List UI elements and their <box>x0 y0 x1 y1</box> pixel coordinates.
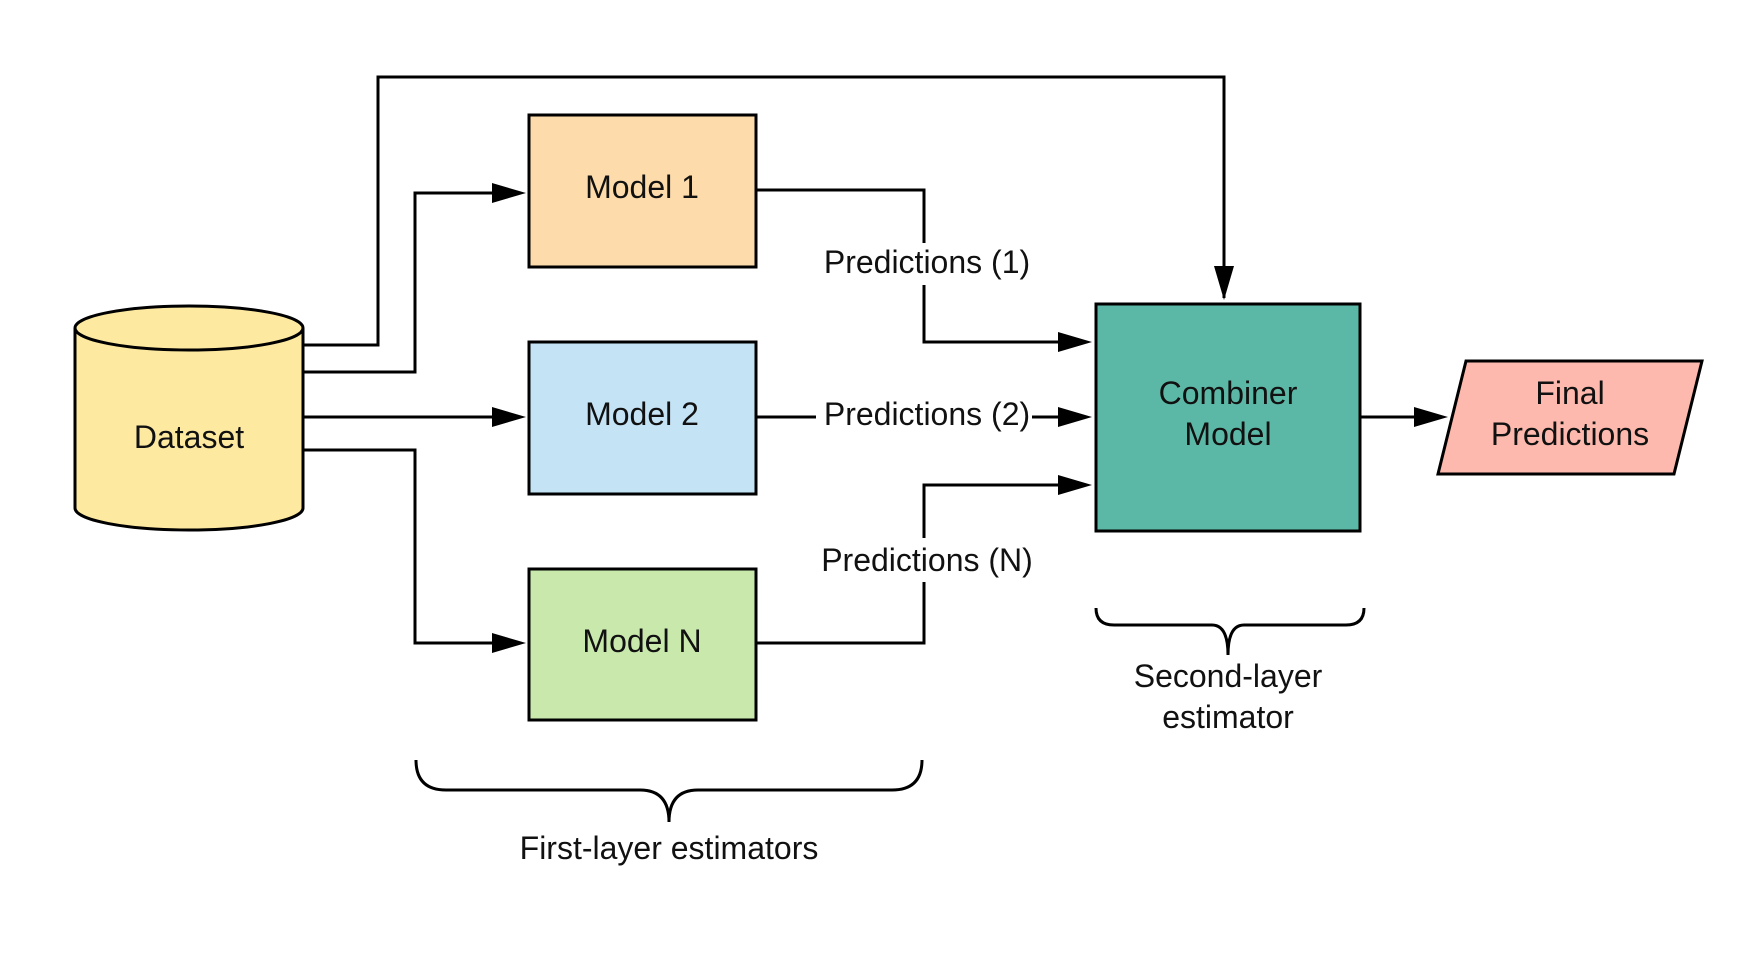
arrowhead-model-2 <box>492 407 526 427</box>
first-layer-label: First-layer estimators <box>520 830 819 866</box>
arrowhead-combiner-n <box>1058 475 1092 495</box>
final-predictions-label: Final <box>1535 375 1604 411</box>
combiner-model-node: Combiner Model <box>1094 302 1362 533</box>
model-1-label: Model 1 <box>585 169 699 205</box>
final-predictions-label-line-2: Predictions <box>1491 416 1649 452</box>
model-n-label: Model N <box>582 623 701 659</box>
arrowhead-model-1 <box>492 183 526 203</box>
arrowhead-combiner-2 <box>1058 407 1092 427</box>
arrowhead-model-n <box>492 633 526 653</box>
arrowhead-combiner-1 <box>1058 332 1092 352</box>
model-2-node: Model 2 <box>527 340 758 496</box>
arrowhead-final <box>1414 407 1448 427</box>
model-1-node: Model 1 <box>527 113 758 269</box>
edge-model-n-to-combiner <box>754 582 926 645</box>
model-1-box <box>527 113 758 269</box>
dataset-label: Dataset <box>134 419 244 455</box>
second-layer-label-line-2: estimator <box>1162 699 1294 735</box>
dataset-cylinder-top <box>73 304 305 352</box>
first-layer-brace <box>414 759 924 823</box>
second-layer-label: Second-layer <box>1134 658 1323 694</box>
predictions-1-label: Predictions (1) <box>824 244 1030 280</box>
model-n-box <box>527 567 758 722</box>
model-2-box <box>527 340 758 496</box>
combiner-model-label-line-2: Model <box>1184 416 1271 452</box>
model-2-label: Model 2 <box>585 396 699 432</box>
second-layer-brace <box>1094 607 1366 656</box>
dataset-cylinder-body <box>73 328 305 532</box>
final-predictions-node: Final Predictions <box>1436 359 1704 476</box>
edge-dataset-to-combiner <box>303 75 1226 347</box>
edge-model-1-to-combiner <box>754 188 926 243</box>
edge-dataset-to-model-n <box>303 448 495 645</box>
combiner-model-label: Combiner <box>1159 375 1298 411</box>
model-n-node: Model N <box>527 567 758 722</box>
edge-dataset-to-model-1 <box>303 191 495 374</box>
arrowhead-combiner-top <box>1214 266 1234 300</box>
edge-model-n-to-combiner-upper <box>922 483 1062 538</box>
final-predictions-shape <box>1436 359 1704 476</box>
predictions-n-label: Predictions (N) <box>821 542 1033 578</box>
predictions-2-label: Predictions (2) <box>824 396 1030 432</box>
edge-model-1-to-combiner-lower <box>922 285 1062 344</box>
combiner-model-box <box>1094 302 1362 533</box>
dataset-node: Dataset <box>73 304 305 532</box>
